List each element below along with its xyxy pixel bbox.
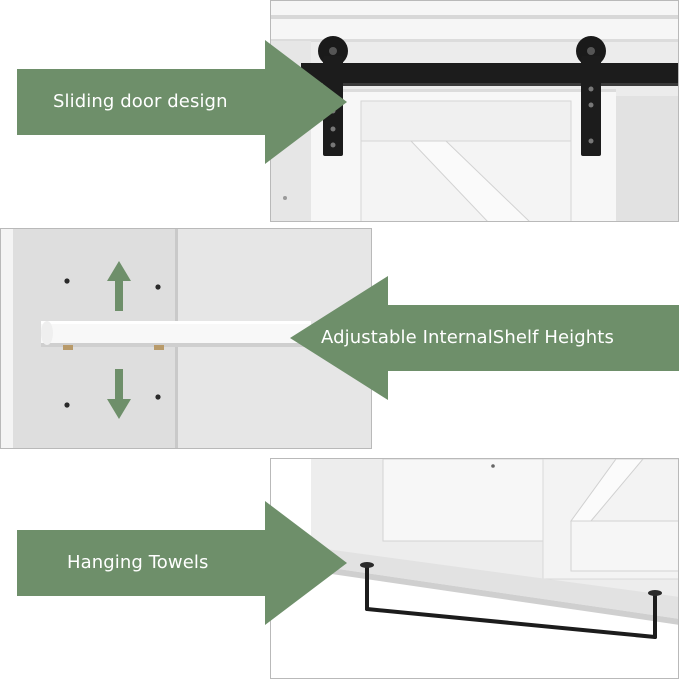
feature-label-hanging-towels: Hanging Towels [67, 552, 209, 573]
arrow-right-icon [17, 40, 347, 164]
arrow-left-icon [290, 276, 679, 400]
feature-label-sliding-door: Sliding door design [53, 91, 228, 112]
feature-callout-sliding-door: Sliding door design [17, 40, 347, 164]
adjustable-shelf-photo [0, 228, 372, 449]
feature-callout-adjustable-shelf: Adjustable InternalShelf Heights [290, 276, 679, 400]
sliding-door-photo [270, 0, 679, 222]
feature-callout-hanging-towels: Hanging Towels [17, 501, 347, 625]
down-arrow-icon [107, 369, 131, 419]
up-arrow-icon [107, 261, 131, 311]
towel-bar [365, 563, 657, 639]
arrow-right-icon [17, 501, 347, 625]
towel-bar-photo [270, 458, 679, 679]
feature-label-adjustable-shelf: Adjustable InternalShelf Heights [321, 327, 614, 348]
